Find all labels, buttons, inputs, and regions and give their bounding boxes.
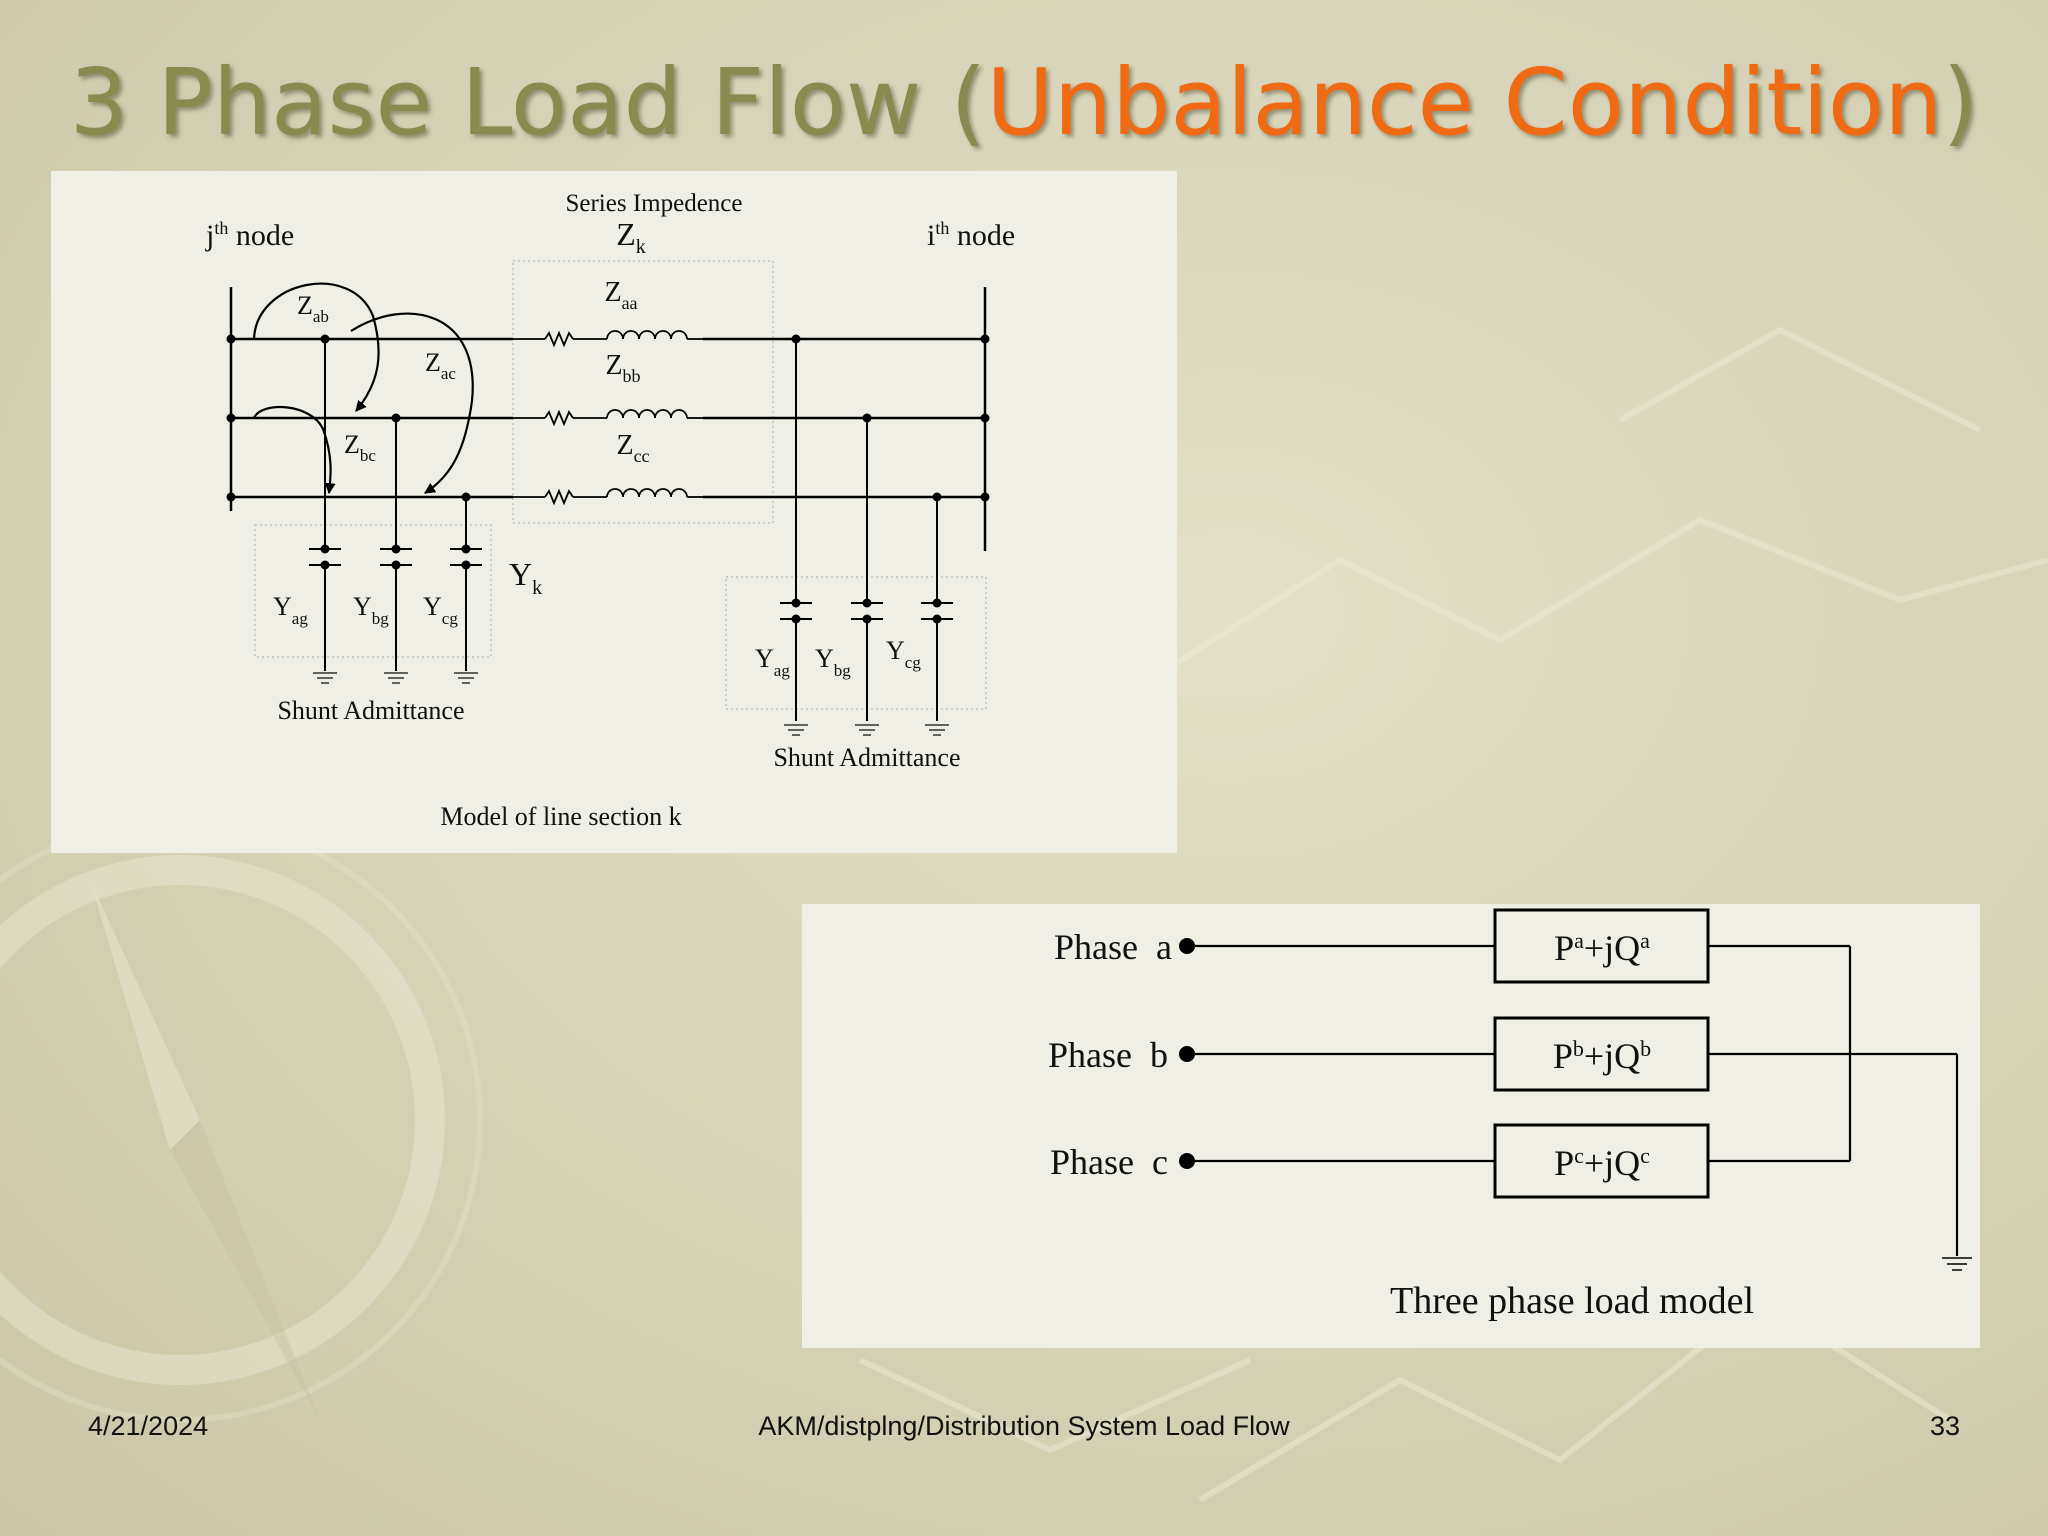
ground-icon [1942,1257,1972,1271]
phase-c-terminal [1179,1153,1195,1169]
series-impedance-label: Series Impedence [565,190,742,217]
zk-label: Zk [616,216,646,258]
z-bc-label: Zbc [344,430,376,465]
z-ab-label: Zab [297,291,329,326]
left-y-bg-label: Ybg [353,592,389,628]
load-model-panel: Phase a Phase b Phase c Pa+jQa Pb+jQb Pc… [802,904,1980,1348]
z-ac-label: Zac [425,348,456,383]
left-shunt-dots [320,544,471,570]
z-bb-label: Zbb [605,350,640,386]
line-section-model-diagram: Series Impedence Zk jth node ith node Za… [205,190,1015,831]
left-y-cg-label: Ycg [423,592,458,628]
left-ground-icons [312,672,479,684]
j-node-label: jth node [205,218,294,252]
phase-b-series-element [513,409,703,427]
load-model-diagram: Phase a Phase b Phase c Pa+jQa Pb+jQb Pc… [1048,908,1972,1322]
right-y-ag-label: Yag [755,644,790,680]
load-c-label: Pc+jQc [1554,1143,1650,1183]
left-shunt-admittance-label: Shunt Admittance [277,696,464,725]
right-shunt-admittances [780,339,953,721]
footer-center-text: AKM/distplng/Distribution System Load Fl… [758,1411,1290,1441]
slide-title: 3 Phase Load Flow (Unbalance Condition) [69,49,1979,156]
load-a-label: Pa+jQa [1554,928,1650,968]
right-ground-icons [783,724,950,736]
z-aa-label: Zaa [604,277,637,313]
load-b-label: Pb+jQb [1553,1036,1651,1076]
right-y-cg-label: Ycg [886,636,921,672]
z-cc-label: Zcc [616,430,649,466]
footer-date: 4/21/2024 [88,1411,209,1441]
line-section-model-panel: Series Impedence Zk jth node ith node Za… [51,171,1177,853]
i-node-label: ith node [927,218,1015,252]
z-ab-arrow [252,282,380,412]
z-ac-arrow [350,312,474,494]
right-shunt-admittance-label: Shunt Admittance [773,743,960,772]
yk-label: Yk [509,556,542,599]
phase-b-terminal [1179,1046,1195,1062]
phase-a-terminal [1179,938,1195,954]
slide-number: 33 [1929,1411,1960,1441]
phase-c-label: Phase c [1050,1142,1168,1182]
phase-a-series-element [513,330,703,348]
title-highlight: Unbalance Condition [986,49,1943,156]
line-section-caption: Model of line section k [440,802,681,831]
left-shunt-box [254,524,492,658]
left-y-ag-label: Yag [273,592,308,628]
phase-c-series-element [513,488,703,506]
series-impedance-box [512,260,774,524]
right-shunt-box [725,576,987,710]
right-y-bg-label: Ybg [815,644,851,680]
load-model-caption: Three phase load model [1390,1280,1754,1322]
right-shunt-dots [791,598,942,624]
phase-a-label: Phase a [1054,927,1172,967]
phase-b-label: Phase b [1048,1035,1168,1075]
z-bc-arrow [252,405,336,495]
